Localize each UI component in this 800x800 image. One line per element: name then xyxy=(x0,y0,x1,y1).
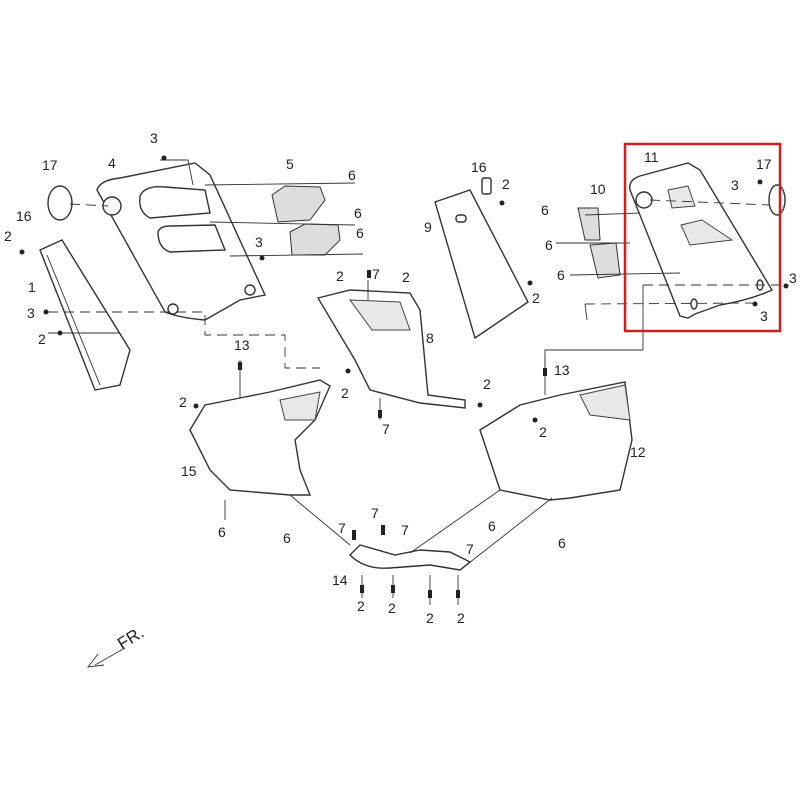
callout-label: 2 xyxy=(402,269,410,285)
part-8-inner-cover xyxy=(316,289,466,409)
callout-label: 17 xyxy=(756,156,772,172)
part-17-cap-right xyxy=(768,184,786,216)
callout-label: 2 xyxy=(341,385,349,401)
callout-label: 3 xyxy=(27,305,35,321)
part-16-clip-right xyxy=(481,177,492,195)
callout-label: 7 xyxy=(466,541,474,557)
callout-label: 6 xyxy=(557,267,565,283)
callout-label: 2 xyxy=(179,394,187,410)
callout-label: 3 xyxy=(150,130,158,146)
callout-label: 4 xyxy=(108,155,116,171)
callout-label: 17 xyxy=(42,157,58,173)
callout-label: 10 xyxy=(590,181,606,197)
callout-label: 11 xyxy=(644,149,659,165)
part-14-floor-panel xyxy=(349,544,472,571)
callout-label: 2 xyxy=(532,290,540,306)
fasteners xyxy=(19,155,789,598)
callout-label: 6 xyxy=(354,205,362,221)
callout-label: 9 xyxy=(424,219,432,235)
callout-label: 7 xyxy=(371,505,379,521)
callout-label: 2 xyxy=(502,176,510,192)
callout-label: 13 xyxy=(554,362,570,378)
callout-label: 6 xyxy=(558,535,566,551)
callout-label: 7 xyxy=(338,520,346,536)
callout-label: 13 xyxy=(234,337,250,353)
callout-label: 2 xyxy=(539,424,547,440)
callout-label: 2 xyxy=(357,598,365,614)
callout-label: 6 xyxy=(488,518,496,534)
callout-label: 6 xyxy=(218,524,226,540)
callout-label: 16 xyxy=(471,159,487,175)
callout-label: 2 xyxy=(457,610,465,626)
callout-label: 16 xyxy=(16,208,32,224)
callout-label: 7 xyxy=(382,421,390,437)
callout-label: 6 xyxy=(356,225,364,241)
part-10-vent-grill xyxy=(577,207,601,241)
callout-label: 8 xyxy=(426,330,434,346)
callout-label: 3 xyxy=(760,308,768,324)
callout-label: 3 xyxy=(255,234,263,250)
callout-label: 7 xyxy=(401,522,409,538)
part-1-side-strip xyxy=(39,239,131,391)
callout-label: 2 xyxy=(4,228,12,244)
callout-label: 6 xyxy=(541,202,549,218)
part-5-vent-grill xyxy=(271,185,326,223)
callout-label: 6 xyxy=(348,167,356,183)
callout-label: 12 xyxy=(630,444,646,460)
callout-label: 3 xyxy=(789,270,797,286)
callout-label: 3 xyxy=(731,177,739,193)
callout-label: 2 xyxy=(38,331,46,347)
callout-label: 2 xyxy=(483,376,491,392)
highlight-box-part-11 xyxy=(623,142,782,333)
front-direction-arrow: FR. xyxy=(86,623,147,668)
callout-label: 2 xyxy=(426,610,434,626)
callout-label: 6 xyxy=(283,530,291,546)
front-label: FR. xyxy=(114,623,147,654)
part-17-cap-left xyxy=(47,185,73,221)
callout-label: 2 xyxy=(388,600,396,616)
callout-label: 7 xyxy=(372,266,380,282)
callout-label: 5 xyxy=(286,156,294,172)
part-9-panel xyxy=(434,189,529,340)
callout-label: 15 xyxy=(181,463,197,479)
callout-label: 14 xyxy=(332,572,348,588)
callout-label: 1 xyxy=(28,279,36,295)
callout-label: 6 xyxy=(545,237,553,253)
callout-label: 2 xyxy=(336,268,344,284)
callout-labels: 17 4 3 5 6 6 6 3 16 2 1 3 2 16 2 9 2 7 2… xyxy=(4,130,797,626)
